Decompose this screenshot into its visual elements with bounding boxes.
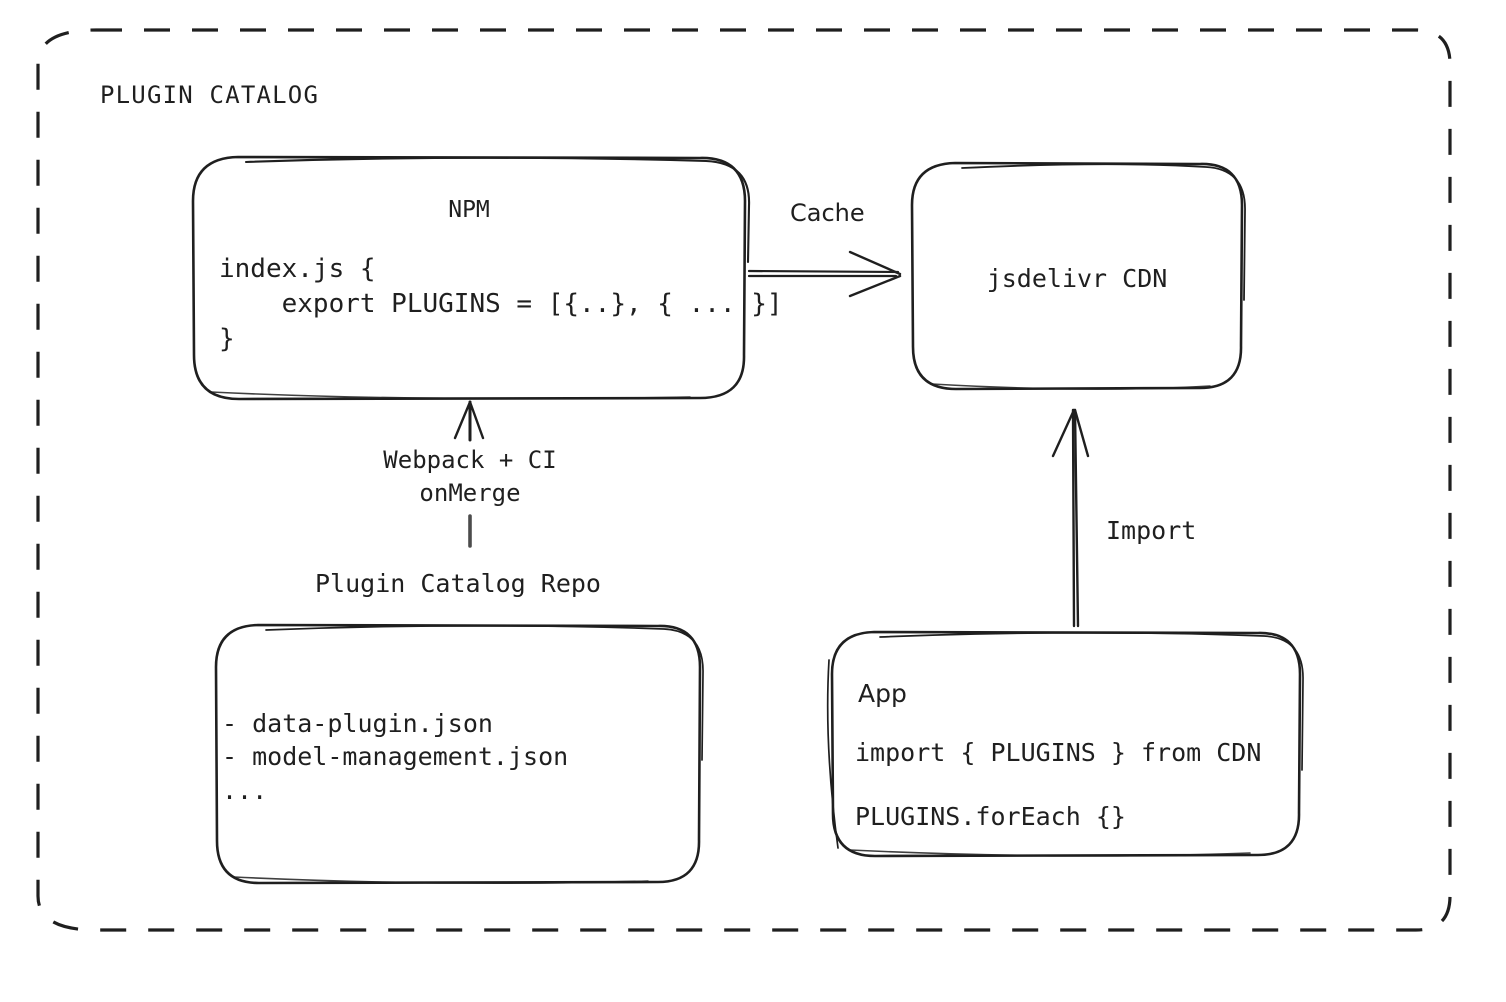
- repo-node-items: - data-plugin.json - model-management.js…: [222, 709, 569, 805]
- app-node-foreach-line: PLUGINS.forEach {}: [855, 802, 1126, 831]
- cache-edge-label: Cache: [790, 199, 865, 227]
- app-node-import-line: import { PLUGINS } from CDN: [855, 738, 1262, 767]
- webpack-edge-label: Webpack + CI onMerge: [383, 446, 557, 508]
- app-node-title: App: [858, 679, 907, 708]
- import-arrow: [1051, 408, 1090, 628]
- import-edge-label: Import: [1106, 516, 1197, 545]
- frame-title: PLUGIN CATALOG: [100, 81, 320, 109]
- npm-node-code: index.js { export PLUGINS = [{..}, { ...…: [219, 254, 783, 354]
- repo-node-caption: Plugin Catalog Repo: [315, 569, 601, 598]
- cdn-node-title: jsdelivr CDN: [986, 264, 1168, 293]
- npm-node-title: NPM: [448, 197, 490, 223]
